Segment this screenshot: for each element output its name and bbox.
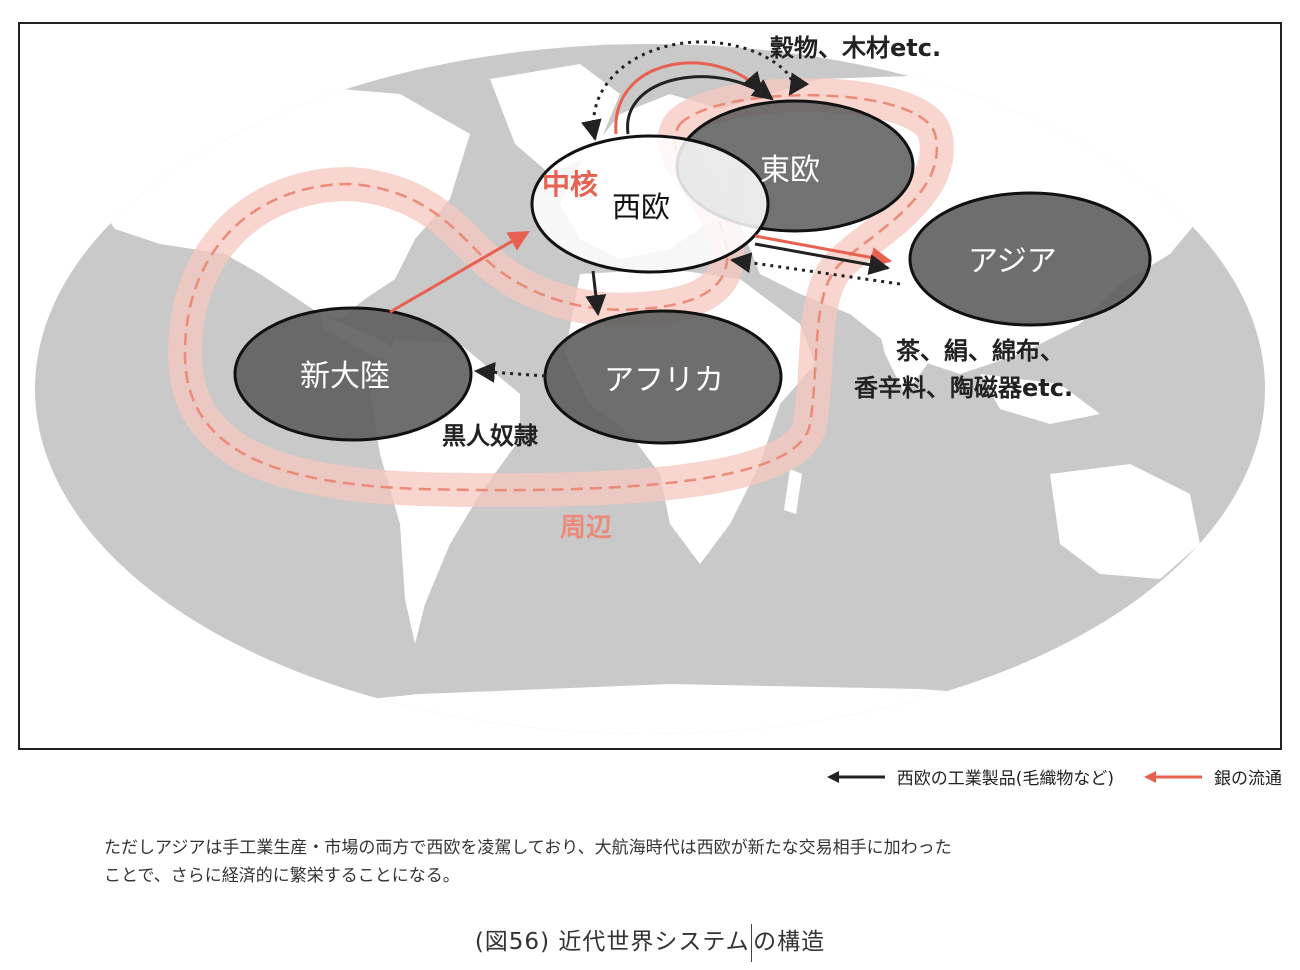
world-map: 中核 西欧 東欧 アジア 新大陸 アフリカ 周辺 穀物、木材etc. 茶、絹、綿…	[18, 22, 1282, 750]
caption-part-2: の構造	[753, 929, 826, 955]
silver-asia-arrow	[754, 234, 893, 268]
africa-label: アフリカ	[604, 363, 724, 398]
core-label: 中核	[542, 168, 598, 201]
goods-asia-arrow	[754, 242, 891, 275]
slave-dotted-arrow	[473, 361, 546, 383]
silver-newworld-arrow	[389, 230, 530, 314]
world-map-svg: 中核 西欧 東欧 アジア 新大陸 アフリカ 周辺 穀物、木材etc. 茶、絹、綿…	[35, 34, 1265, 734]
silver-east-arrow	[614, 61, 764, 135]
india	[875, 314, 935, 394]
note-line-2: ことで、さらに経済的に繁栄することになる。	[104, 866, 460, 886]
southeast-asia	[980, 374, 1100, 424]
asia-ellipse	[908, 191, 1152, 327]
legend-black-arrow-label: 西欧の工業製品(毛織物など)	[896, 769, 1114, 789]
periphery-label: 周辺	[560, 513, 612, 543]
antarctica	[120, 684, 1220, 734]
east-europe-goods-label: 穀物、木材etc.	[770, 34, 941, 62]
note-text: ただしアジアは手工業生産・市場の両方で西欧を凌駕しており、大航海時代は西欧が新た…	[104, 834, 1184, 890]
figure-caption: (図56) 近代世界システムの構造	[0, 922, 1300, 962]
new-world-label: 新大陸	[300, 359, 390, 394]
asia-goods-line1: 茶、絹、綿布、	[896, 337, 1064, 365]
west-europe-label: 西欧	[612, 190, 670, 224]
slaves-label: 黒人奴隷	[442, 422, 539, 450]
goods-africa-arrow	[585, 270, 607, 317]
periphery-band	[168, 78, 954, 508]
grain-dotted-arrow	[581, 40, 810, 142]
trade-arrows	[389, 40, 901, 383]
note-line-1: ただしアジアは手工業生産・市場の両方で西欧を凌駕しており、大航海時代は西欧が新た…	[104, 838, 952, 858]
africa-ellipse	[543, 309, 783, 445]
madagascar	[784, 469, 802, 514]
red-arrow-swatch	[1144, 770, 1202, 783]
new-zealand	[1210, 584, 1230, 624]
asia-goods-line2: 香辛料、陶磁器etc.	[854, 374, 1073, 402]
australia	[1050, 464, 1200, 579]
new-world-ellipse	[233, 306, 473, 442]
legend-red-arrow-label: 銀の流通	[1214, 769, 1282, 789]
legend: 西欧の工業製品(毛織物など) 銀の流通	[825, 764, 1282, 789]
text-cursor	[750, 923, 753, 962]
east-europe-label: 東欧	[760, 153, 820, 188]
caption-part-1: (図56) 近代世界システム	[474, 929, 750, 955]
black-arrow-swatch	[826, 770, 885, 783]
asia-label: アジア	[968, 244, 1057, 279]
